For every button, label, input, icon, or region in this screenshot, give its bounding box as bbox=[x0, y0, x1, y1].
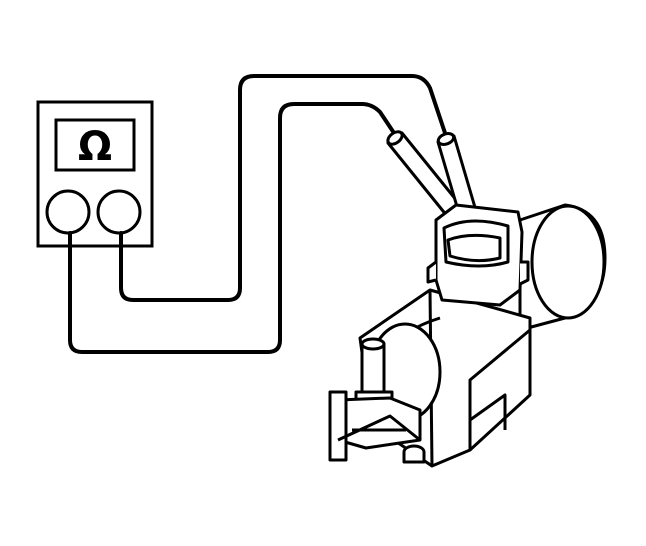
electrical-connector bbox=[426, 203, 530, 307]
coil-cylinder bbox=[518, 203, 607, 332]
ohmmeter-display bbox=[54, 118, 136, 172]
test-leads bbox=[68, 74, 448, 354]
solenoid-valve bbox=[328, 203, 607, 468]
ohm-symbol: Ω bbox=[78, 124, 112, 170]
left-jack bbox=[45, 189, 91, 235]
mounting-bracket bbox=[328, 390, 426, 464]
right-jack bbox=[96, 189, 142, 235]
ohmmeter: Ω bbox=[36, 100, 154, 248]
right-lead-wire bbox=[119, 74, 448, 302]
left-lead-wire bbox=[68, 102, 398, 354]
